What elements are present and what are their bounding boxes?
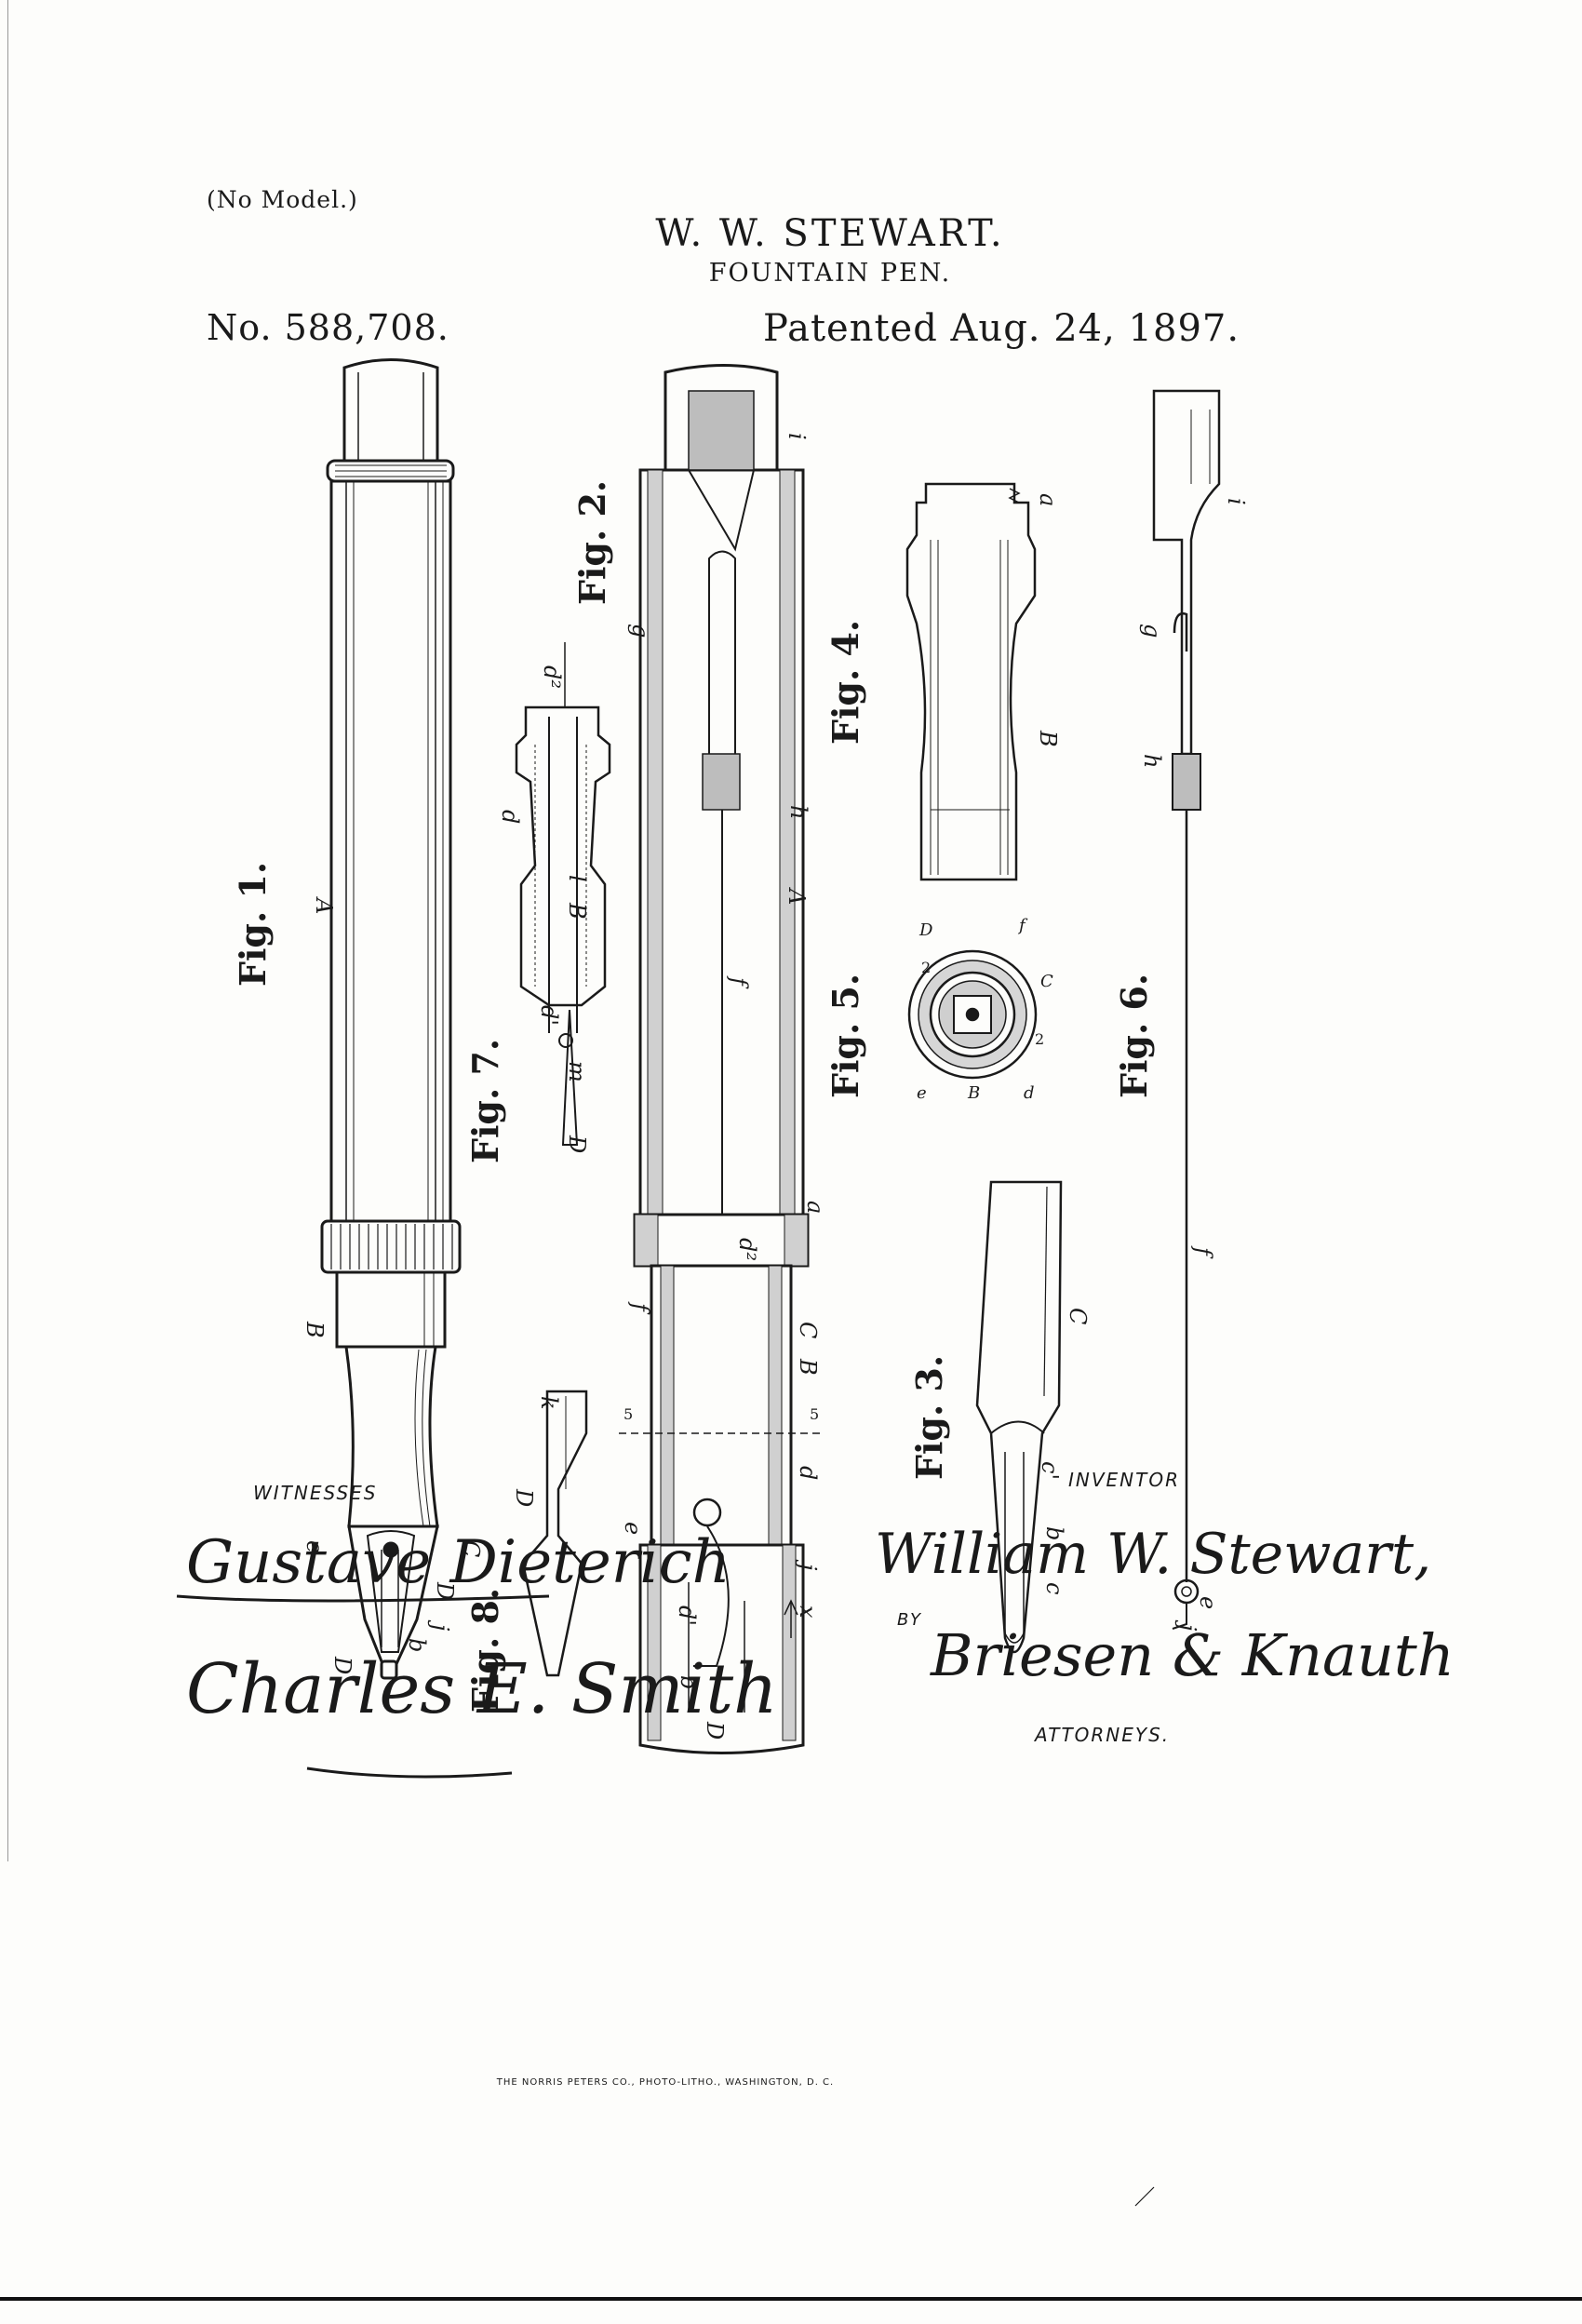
label-B-fig4: B: [1035, 730, 1061, 747]
label-section-left: 5: [623, 1405, 633, 1423]
label-f2: f: [627, 1301, 653, 1315]
figure-3-label: Fig. 3.: [908, 1355, 950, 1480]
label-k: k: [536, 1396, 562, 1410]
figure-8-nib: [521, 1390, 588, 1677]
witnesses-label: WITNESSES: [253, 1482, 378, 1504]
label-l: l: [564, 875, 590, 882]
attorney-signature: Briesen & Knauth: [930, 1621, 1455, 1689]
label-m: m: [564, 1061, 590, 1082]
patent-number: No. 588,708.: [207, 307, 449, 348]
figure-7-label: Fig. 7.: [464, 1039, 506, 1163]
label-j: j: [427, 1619, 453, 1632]
label-d: d: [795, 1466, 821, 1480]
figure-8-label: Fig. 8.: [464, 1588, 506, 1713]
label-e-fig5: e: [917, 1083, 927, 1103]
scan-edge-line: [7, 0, 8, 1861]
label-B-fig7: B: [564, 902, 590, 920]
label-b-fig3: b: [1041, 1526, 1067, 1540]
figure-6-label: Fig. 6.: [1113, 974, 1155, 1098]
label-A: A: [311, 896, 337, 914]
attorneys-label: ATTORNEYS.: [1035, 1724, 1171, 1746]
printer-credit: THE NORRIS PETERS CO., PHOTO-LITHO., WAS…: [496, 2077, 835, 2088]
label-f-fig5: f: [1017, 916, 1028, 935]
label-b2: b: [676, 1675, 702, 1689]
inventor-label: INVENTOR: [1068, 1469, 1180, 1491]
label-2-right: 2: [1035, 1030, 1044, 1048]
patent-date: Patented Aug. 24, 1897.: [763, 307, 1240, 350]
label-i-fig6: i: [1223, 498, 1249, 505]
figure-4-label: Fig. 4.: [825, 620, 866, 745]
label-C: C: [458, 1540, 484, 1557]
label-g-fig6: g: [1139, 624, 1165, 638]
inventor-name-heading: W. W. STEWART.: [655, 212, 1005, 255]
label-f-fig6: f: [1190, 1245, 1216, 1259]
label-c: c: [1041, 1582, 1067, 1594]
figure-1-assembled-pen: [320, 358, 462, 1680]
label-D-fig8: D: [511, 1488, 537, 1507]
label-section-right: 5: [810, 1405, 819, 1423]
by-label: BY: [897, 1610, 923, 1630]
figure-4-section-b: [905, 482, 1037, 881]
label-c1: c': [1037, 1461, 1063, 1480]
label-d-fig7: d: [497, 810, 523, 824]
bottom-border: [0, 2297, 1582, 2301]
witness-1-signature: Gustave Dieterich: [186, 1528, 731, 1597]
label-i: i: [784, 433, 810, 440]
label-D-fig7: D: [564, 1135, 590, 1153]
label-B-fig5: B: [967, 1083, 980, 1103]
inventor-signature: William W. Stewart,: [875, 1522, 1431, 1587]
label-d2: d²: [734, 1238, 760, 1261]
label-d1: d': [674, 1605, 700, 1626]
label-C-fig3: C: [1065, 1308, 1091, 1324]
figure-6-slider-rod: [1152, 389, 1221, 1630]
witness-2-signature: Charles E. Smith: [186, 1649, 778, 1729]
label-b: b: [404, 1638, 430, 1652]
label-h: h: [785, 805, 811, 819]
invention-title: FOUNTAIN PEN.: [708, 259, 952, 288]
witness-2-underline: [306, 1767, 513, 1779]
label-a-fig4: a: [1035, 493, 1061, 506]
label-2-left: 2: [921, 959, 931, 976]
witness-1-underline: [176, 1594, 550, 1603]
label-C-fig5: C: [1040, 972, 1053, 991]
label-d2-fig7: d²: [539, 665, 565, 689]
figure-1-label: Fig. 1.: [232, 862, 274, 987]
label-B: B: [302, 1321, 328, 1338]
label-e: e: [302, 1540, 328, 1553]
label-C2: C: [795, 1322, 821, 1338]
label-D2: D: [702, 1721, 728, 1740]
figure-5-cross-section: [907, 949, 1038, 1080]
label-D-fig5: D: [918, 920, 933, 940]
figure-7-nib-section: [515, 642, 611, 1146]
label-D: D: [432, 1581, 458, 1600]
label-e2: e: [620, 1522, 646, 1535]
label-x: x: [795, 1605, 821, 1619]
figure-3-section-c: [975, 1180, 1063, 1654]
label-D-tip: D: [329, 1656, 355, 1674]
label-e-fig6: e: [1195, 1596, 1221, 1609]
stray-mark: [1134, 2186, 1155, 2207]
label-a: a: [802, 1201, 828, 1214]
label-A2: A: [784, 887, 810, 905]
figure-2-section-view: [619, 364, 824, 1754]
figure-2-label: Fig. 2.: [571, 480, 613, 605]
label-B2: B: [795, 1358, 821, 1376]
label-h-fig6: h: [1139, 754, 1165, 768]
no-model-note: (No Model.): [207, 186, 358, 213]
label-d-fig5: d: [1024, 1083, 1035, 1103]
figure-5-label: Fig. 5.: [825, 974, 866, 1098]
label-d1-fig7: d': [536, 1005, 562, 1026]
label-g: g: [627, 624, 653, 638]
